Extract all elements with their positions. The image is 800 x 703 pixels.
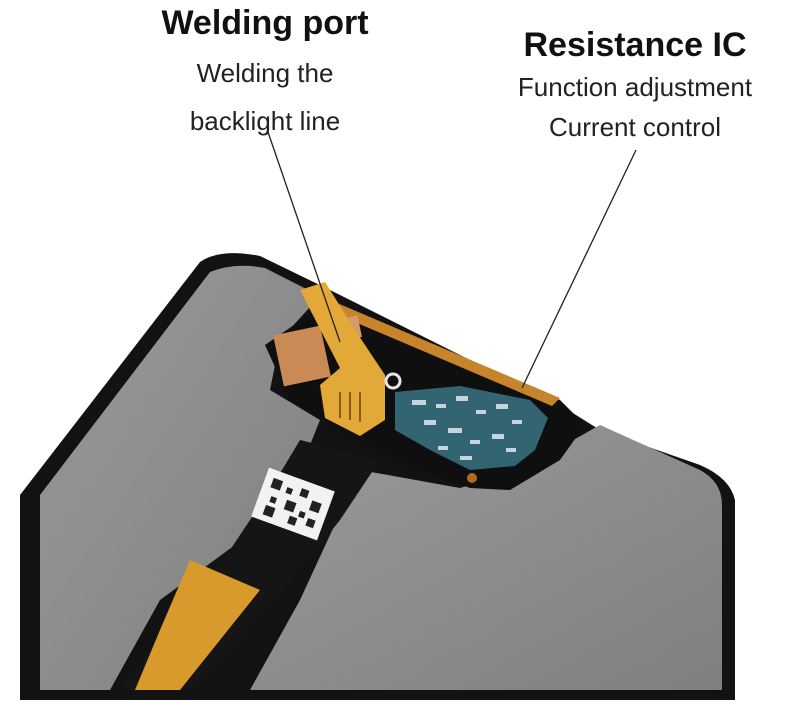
resistance-ic-title: Resistance IC: [523, 26, 747, 64]
qr-pattern: [262, 477, 322, 529]
resistance-ic-line2: Current control: [549, 112, 721, 142]
welding-port-title: Welding port: [161, 4, 369, 42]
backlight-pad: [273, 325, 331, 387]
welding-port-callout: Welding port Welding the backlight line: [130, 4, 400, 138]
screw-ring: [384, 372, 402, 390]
welding-port-line1: Welding the: [196, 58, 334, 88]
ic-components: [412, 396, 522, 460]
pcb-edge-flex: [322, 300, 560, 406]
flex-cable-orange: [135, 560, 260, 690]
back-panel-right: [250, 425, 722, 690]
resistance-ic-line1: Function adjustment: [517, 72, 753, 102]
back-panel-left: [40, 265, 320, 690]
resistance-ic-pointer: [521, 149, 637, 389]
welding-port-pointer: [267, 131, 341, 343]
welding-port-line2: backlight line: [189, 106, 341, 136]
resistance-ic-callout: Resistance IC Function adjustment Curren…: [480, 26, 790, 144]
welding-port-flex: [300, 282, 385, 436]
